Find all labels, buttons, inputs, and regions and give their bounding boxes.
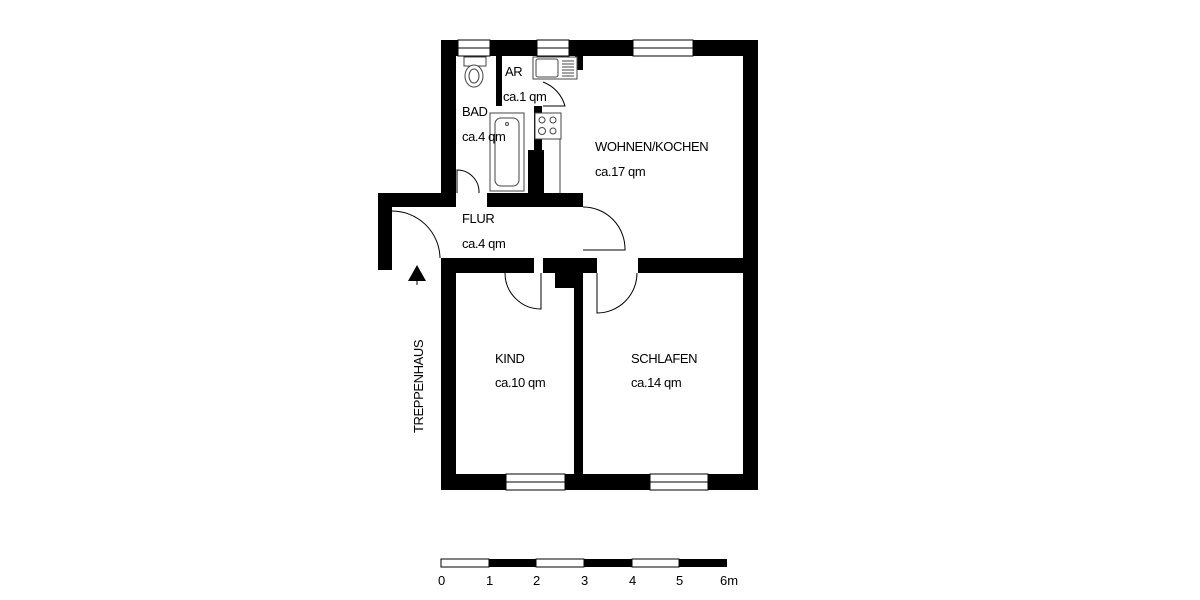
scale-tick-2: 2: [533, 573, 540, 588]
scale-tick-5: 5: [676, 573, 683, 588]
entrance-arrow-icon: [408, 265, 426, 285]
room-area-kind: ca.10 qm: [495, 375, 545, 390]
stairwell-label: TREPPENHAUS: [411, 339, 426, 433]
room-area-ar: ca.1 qm: [503, 89, 546, 104]
toilet-icon: [463, 56, 487, 88]
room-name-bad: BAD: [462, 104, 488, 119]
room-area-bad: ca.4 qm: [462, 129, 505, 144]
scale-tick-1: 1: [486, 573, 493, 588]
sink-icon: [532, 56, 578, 80]
bathtub-icon: [489, 112, 525, 192]
walls: [378, 40, 758, 490]
room-name-kind: KIND: [495, 351, 524, 366]
room-area-schlafen: ca.14 qm: [631, 375, 681, 390]
scale-tick-3: 3: [581, 573, 588, 588]
scale-bar: 0 1 2 3 4 5 6m: [438, 558, 738, 588]
room-name-schlafen: SCHLAFEN: [631, 351, 697, 366]
scale-tick-6: 6m: [720, 573, 738, 588]
room-area-wohnen: ca.17 qm: [595, 164, 645, 179]
room-name-wohnen: WOHNEN/KOCHEN: [595, 139, 708, 154]
stove-icon: [534, 112, 562, 193]
room-area-flur: ca.4 qm: [462, 236, 505, 251]
door-swings: [391, 81, 638, 314]
scale-tick-0: 0: [438, 573, 445, 588]
room-name-ar: AR: [505, 64, 522, 79]
room-name-flur: FLUR: [462, 211, 494, 226]
scale-tick-4: 4: [629, 573, 636, 588]
windows: [457, 39, 709, 491]
room-labels: AR ca.1 qm BAD ca.4 qm WOHNEN/KOCHEN ca.…: [411, 64, 709, 433]
